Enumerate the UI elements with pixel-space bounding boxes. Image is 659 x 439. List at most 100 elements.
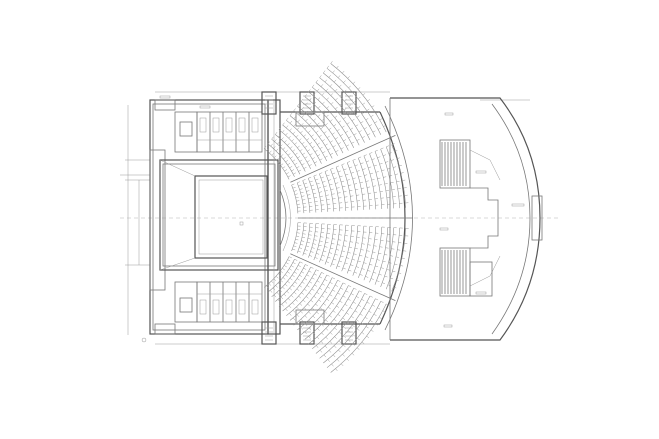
seat	[328, 179, 332, 181]
plan-annotations	[141, 95, 525, 343]
seat	[360, 162, 364, 165]
seat	[332, 277, 336, 280]
seat	[403, 250, 407, 252]
seat	[395, 256, 399, 258]
seat	[293, 190, 297, 192]
seat	[368, 166, 372, 169]
seat	[305, 296, 309, 299]
seat	[302, 233, 306, 235]
seat	[343, 245, 347, 247]
seat	[331, 132, 335, 135]
seat	[287, 153, 291, 156]
seat	[349, 190, 353, 192]
seat	[352, 81, 356, 84]
seat	[312, 145, 315, 149]
seat	[333, 345, 337, 348]
seat	[323, 354, 327, 358]
seat	[372, 130, 376, 133]
seat	[363, 154, 367, 157]
seat	[369, 152, 373, 154]
seat	[322, 110, 325, 113]
seat	[275, 148, 279, 152]
seat	[356, 115, 360, 118]
seat	[303, 134, 306, 137]
seat-row-arc	[346, 162, 359, 211]
seat	[278, 160, 282, 164]
seat	[367, 99, 370, 102]
seat	[343, 116, 346, 120]
seat	[323, 70, 326, 74]
seat	[352, 334, 356, 337]
seat	[333, 258, 337, 261]
seat	[342, 295, 346, 298]
seat	[271, 153, 275, 156]
seat	[350, 293, 354, 296]
seat	[382, 260, 386, 263]
seat	[335, 182, 339, 184]
seat	[316, 291, 320, 295]
seat	[294, 152, 298, 156]
seat-row-arc	[330, 169, 341, 212]
seat	[391, 159, 395, 161]
seat	[280, 270, 283, 273]
seat	[342, 267, 346, 270]
seat-row-arc	[324, 224, 335, 265]
seat	[330, 93, 334, 96]
seat	[354, 183, 358, 185]
seat	[330, 102, 334, 105]
seat	[361, 332, 365, 335]
seat	[340, 134, 344, 137]
seat	[337, 292, 341, 295]
seat	[326, 298, 330, 302]
seat	[353, 287, 357, 290]
seat	[284, 140, 287, 143]
seat	[283, 157, 286, 160]
seat	[348, 136, 352, 139]
seat	[366, 108, 370, 111]
seat	[337, 279, 341, 282]
seat-row-arc	[300, 282, 344, 335]
seat-row-arc	[264, 148, 290, 180]
seat	[289, 278, 293, 281]
seat	[305, 110, 308, 114]
seat	[301, 142, 305, 145]
seat	[402, 179, 406, 181]
seat	[316, 345, 319, 348]
seat	[384, 183, 388, 185]
seat	[353, 91, 356, 94]
seat	[325, 123, 328, 126]
seat	[335, 98, 338, 101]
seat-row-arc	[308, 287, 355, 345]
seat	[350, 195, 354, 197]
seat	[327, 256, 331, 259]
seat	[339, 111, 342, 115]
seat	[325, 328, 329, 331]
seat	[320, 341, 324, 344]
seat	[314, 201, 318, 203]
seat	[372, 185, 376, 187]
seat	[308, 270, 312, 273]
seat	[280, 154, 284, 157]
seat	[301, 115, 304, 118]
seat	[360, 322, 364, 325]
seat	[273, 146, 276, 149]
seat	[335, 368, 338, 372]
seat	[289, 313, 292, 316]
seat	[355, 242, 359, 244]
seat	[361, 187, 365, 189]
seat	[323, 303, 326, 306]
seat-row-arc	[267, 259, 295, 293]
seat	[326, 274, 330, 277]
seat	[308, 234, 312, 236]
seat	[335, 137, 338, 140]
seat	[357, 96, 361, 100]
seat	[306, 138, 310, 141]
seat	[356, 328, 360, 331]
seat	[347, 161, 351, 163]
seat	[367, 244, 371, 246]
seat	[322, 139, 325, 142]
seat	[336, 165, 339, 168]
seat-row-arc	[300, 101, 344, 154]
seat	[368, 310, 372, 313]
seat	[397, 249, 401, 251]
